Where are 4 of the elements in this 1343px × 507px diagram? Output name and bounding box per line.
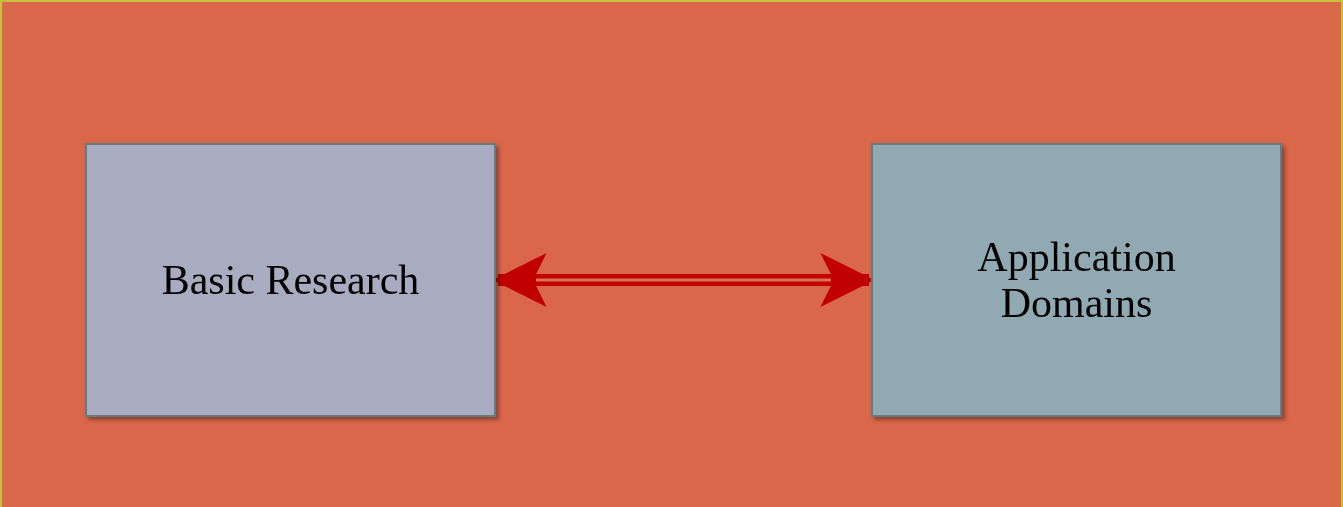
process-box — [871, 143, 1282, 417]
box-label: Basic Research — [160, 256, 421, 304]
box-label: Application Domains — [976, 233, 1177, 327]
process-box — [85, 143, 496, 417]
